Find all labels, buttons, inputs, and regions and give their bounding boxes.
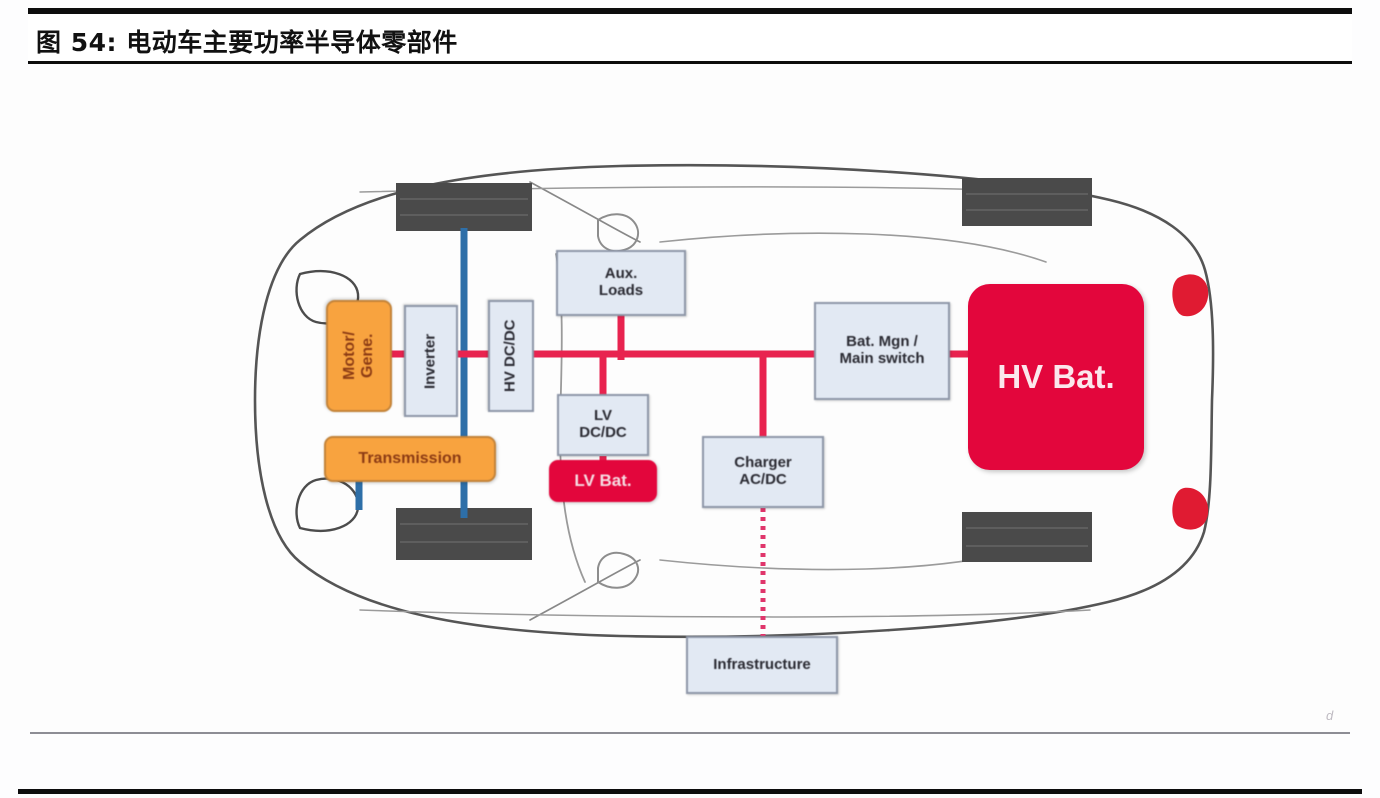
block-hv-bat[interactable]: HV Bat.: [968, 284, 1144, 470]
diagram-canvas: Motor/ Gene. Inverter Transmission HV DC…: [0, 70, 1380, 730]
block-lv-bat[interactable]: LV Bat.: [549, 460, 657, 502]
block-label-transmission: Transmission: [358, 450, 462, 468]
block-label-bat-mgn-main-switch: Bat. Mgn / Main switch: [839, 333, 925, 367]
block-label-lv-bat: LV Bat.: [574, 471, 632, 491]
wheel-rear-left: [962, 178, 1092, 226]
figure-header: 图 54: 电动车主要功率半导体零部件: [28, 8, 1352, 64]
block-hv-dcdc[interactable]: HV DC/DC: [488, 300, 534, 412]
page-title: 图 54: 电动车主要功率半导体零部件: [36, 28, 458, 57]
block-transmission[interactable]: Transmission: [324, 436, 496, 482]
footer-divider-gray: [30, 732, 1350, 734]
tail-light-group: [1172, 274, 1209, 530]
block-label-hv-dcdc: HV DC/DC: [501, 319, 519, 393]
block-label-aux-loads: Aux. Loads: [598, 265, 644, 299]
block-bat-mgn-main-switch[interactable]: Bat. Mgn / Main switch: [814, 302, 950, 400]
vehicle-schematic-svg: [253, 163, 1215, 639]
block-motor-gene[interactable]: Motor/ Gene.: [326, 300, 392, 412]
block-label-inverter: Inverter: [421, 333, 439, 389]
block-label-hv-bat: HV Bat.: [997, 357, 1115, 395]
block-charger-acdc[interactable]: Charger AC/DC: [702, 436, 824, 508]
block-label-charger-acdc: Charger AC/DC: [734, 454, 792, 488]
block-infrastructure[interactable]: Infrastructure: [686, 636, 838, 694]
wheel-front-left: [396, 183, 532, 231]
block-aux-loads[interactable]: Aux. Loads: [556, 250, 686, 316]
wheel-rear-right: [962, 512, 1092, 562]
block-inverter[interactable]: Inverter: [404, 305, 458, 417]
block-label-motor-gene: Motor/ Gene.: [341, 331, 376, 381]
block-label-lv-dcdc: LV DC/DC: [579, 407, 627, 441]
block-label-infrastructure: Infrastructure: [713, 655, 811, 673]
wheel-group: [396, 178, 1092, 562]
footer-divider-black: [18, 789, 1362, 794]
block-lv-dcdc[interactable]: LV DC/DC: [557, 394, 649, 456]
page-watermark: d: [1326, 708, 1334, 723]
